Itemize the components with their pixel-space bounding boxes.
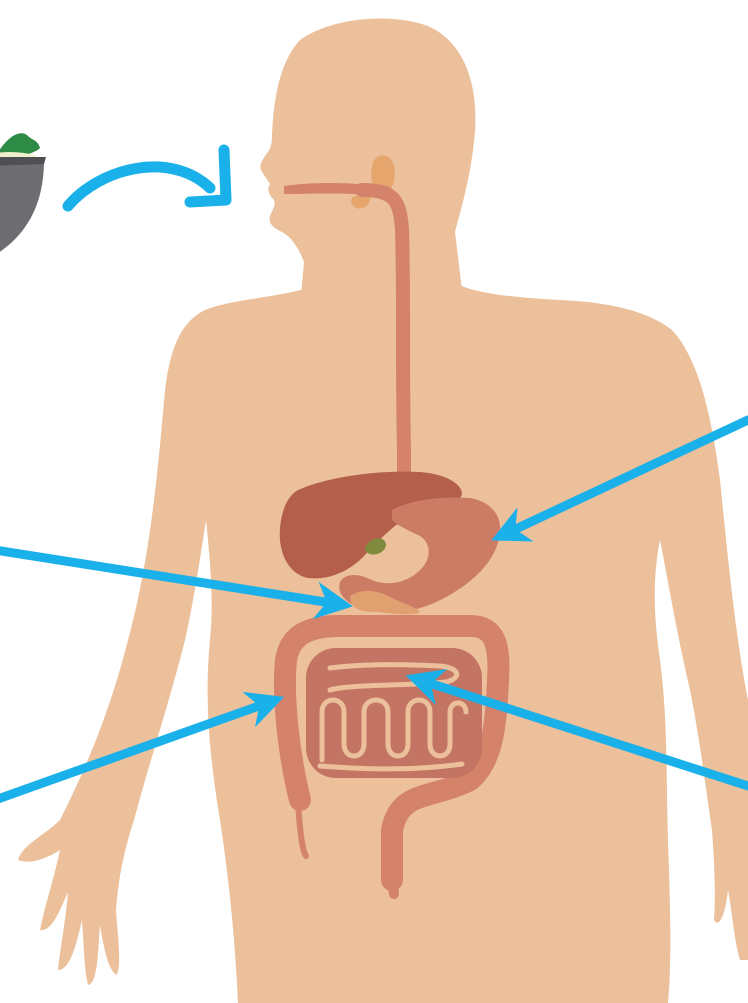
food-bowl-icon	[0, 133, 46, 258]
bowl-body	[0, 160, 44, 258]
rectum	[392, 880, 394, 894]
small-intestine	[306, 648, 482, 778]
